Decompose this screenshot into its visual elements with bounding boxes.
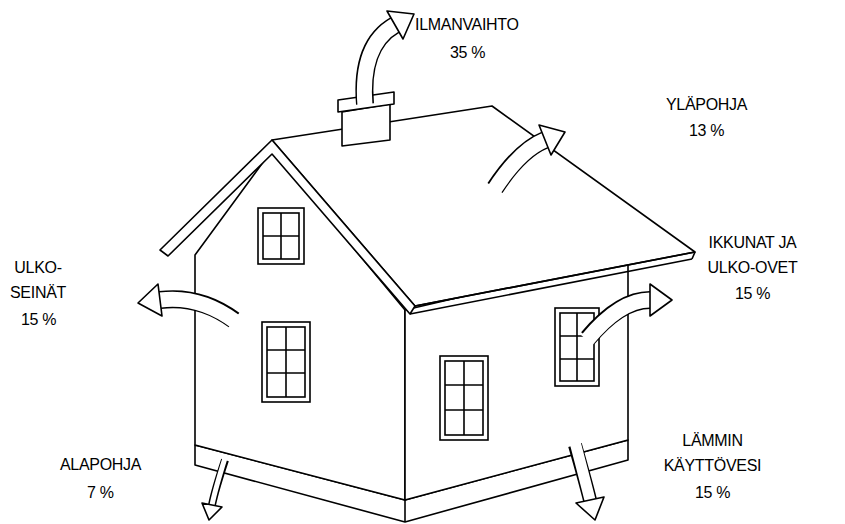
window-bar — [445, 409, 483, 411]
heat-arrow — [587, 300, 650, 340]
loss-label: ULKO- SEINÄT — [7, 255, 69, 305]
arrow-head — [138, 284, 162, 316]
heat-arrow — [160, 299, 236, 322]
loss-label: 7 % — [87, 480, 114, 505]
window-pane — [560, 313, 594, 381]
loss-label: IKKUNAT JA ULKO-OVET — [700, 230, 805, 280]
loss-label: 15 % — [695, 480, 730, 505]
heat-arrow — [212, 458, 225, 505]
window-bar — [267, 372, 305, 374]
heat-arrow — [575, 442, 590, 500]
loss-label: ILMANVAIHTO — [415, 12, 519, 37]
arrow-head — [650, 284, 672, 316]
loss-label: ALAPOHJA — [60, 452, 141, 477]
loss-label: YLÄPOHJA — [666, 92, 747, 117]
window-bar — [560, 358, 594, 360]
heat-arrow — [494, 140, 545, 190]
window-bar — [285, 327, 287, 397]
loss-label: 15 % — [21, 307, 56, 332]
window — [262, 322, 310, 402]
window — [555, 308, 599, 386]
window-pane — [263, 213, 299, 259]
loss-label: 15 % — [735, 281, 770, 306]
window-bar — [267, 349, 305, 351]
heat-arrow — [364, 25, 395, 106]
arrow-head — [202, 503, 222, 520]
arrow-head — [387, 11, 414, 39]
loss-label: 13 % — [689, 118, 724, 143]
arrow-head — [576, 497, 604, 520]
plinth-corner — [404, 500, 406, 522]
window-bar — [463, 361, 465, 435]
window-bar — [263, 235, 299, 237]
barge-board — [160, 140, 415, 314]
loss-label: 35 % — [450, 40, 485, 65]
window-bar — [445, 384, 483, 386]
roof-eave — [692, 252, 695, 259]
loss-label: LÄMMIN KÄYTTÖVESI — [660, 428, 765, 478]
window-bar — [576, 313, 578, 381]
window — [440, 356, 488, 440]
arrow-head — [539, 125, 565, 155]
window-pane — [445, 361, 483, 435]
roof-plane — [272, 106, 695, 306]
window — [258, 208, 304, 264]
window-pane — [267, 327, 305, 397]
